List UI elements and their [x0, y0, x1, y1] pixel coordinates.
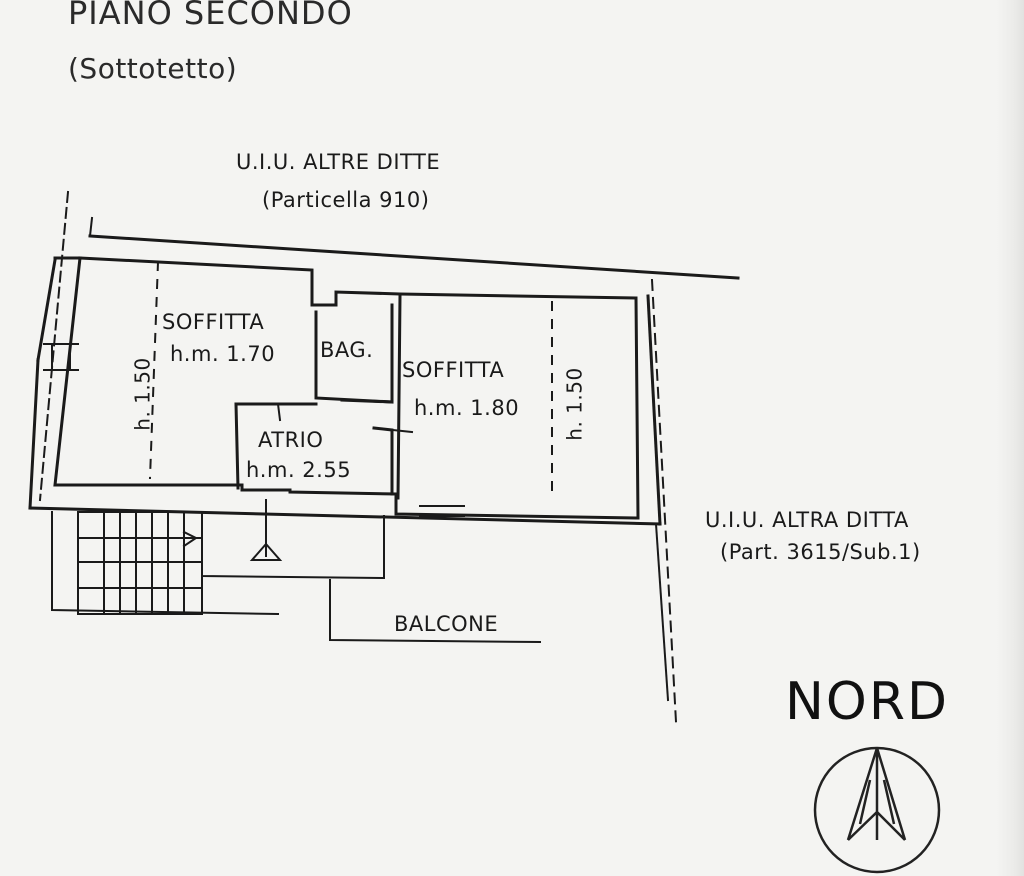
south-wall [28, 506, 662, 526]
room-soffitta-right-name: SOFFITTA [402, 358, 505, 382]
compass-label: NORD [785, 672, 949, 732]
north-neighbor-name: U.I.U. ALTRE DITTE [236, 150, 441, 174]
room-soffitta-right-height: h.m. 1.80 [414, 396, 520, 420]
outer-wall [53, 256, 640, 520]
room-atrio-name: ATRIO [258, 428, 324, 452]
entry-arrow [249, 499, 283, 561]
balcone-outline [329, 579, 542, 644]
north-compass [813, 746, 941, 874]
north-neighbor-parcel: (Particella 910) [262, 188, 430, 212]
west-boundary-line [38, 190, 70, 502]
page-subtitle: (Sottotetto) [68, 52, 238, 85]
room-soffitta-left-height: h.m. 1.70 [170, 342, 276, 366]
room-soffitta-left-side-height: h. 1.50 [130, 357, 155, 431]
page-edge-shadow [996, 0, 1024, 876]
east-boundary-line [650, 278, 678, 724]
room-soffitta-left-name: SOFFITTA [162, 310, 265, 334]
east-neighbor-parcel: (Part. 3615/Sub.1) [720, 540, 921, 564]
balcone-label: BALCONE [394, 612, 499, 636]
page-title: PIANO SECONDO [68, 0, 353, 32]
landing [51, 511, 385, 616]
room-soffitta-right-side-height: h. 1.50 [562, 367, 587, 441]
staircase [77, 511, 203, 615]
room-atrio-height: h.m. 2.55 [246, 458, 352, 482]
east-neighbor-name: U.I.U. ALTRA DITTA [705, 508, 909, 532]
north-boundary-line [88, 234, 740, 280]
atrio-walls [234, 398, 394, 496]
room-bagno-name: BAG. [320, 338, 374, 362]
